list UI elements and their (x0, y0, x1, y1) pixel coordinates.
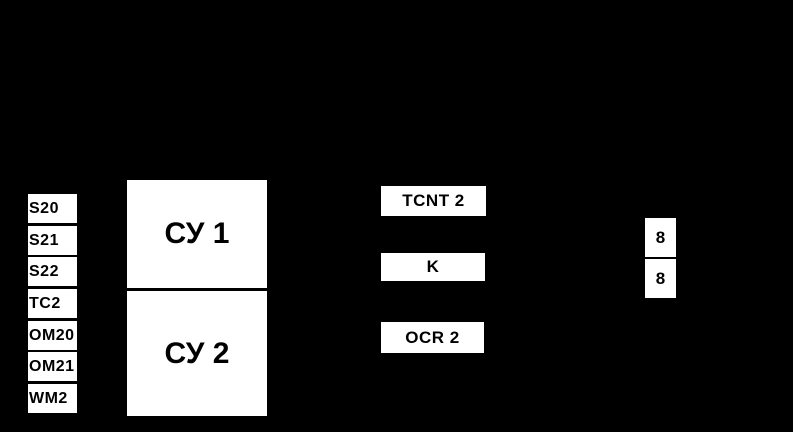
register-box-ocr2: OCR 2 (381, 322, 484, 353)
bus-width-divider (645, 257, 676, 259)
bus-width-block: 8 8 (645, 218, 676, 298)
control-unit-block: СУ 1 СУ 2 (127, 180, 267, 416)
control-bit-box-om21: OM21 (28, 352, 77, 381)
control-bit-box-s21: S21 (28, 226, 77, 255)
control-bit-box-s20: S20 (28, 194, 77, 223)
bus-width-top-label: 8 (655, 228, 666, 247)
control-bit-box-tc2: TC2 (28, 289, 77, 318)
bus-width-bottom-label: 8 (655, 269, 666, 288)
control-unit-1-label: СУ 1 (164, 217, 230, 250)
control-bit-box-s22: S22 (28, 257, 77, 286)
control-unit-2-label: СУ 2 (164, 337, 230, 370)
control-bit-box-om20: OM20 (28, 321, 77, 350)
control-unit-divider (127, 288, 267, 291)
comparator-box: K (381, 253, 485, 281)
register-box-tcnt2: TCNT 2 (381, 186, 486, 216)
control-bit-box-wm2: WM2 (28, 384, 77, 413)
